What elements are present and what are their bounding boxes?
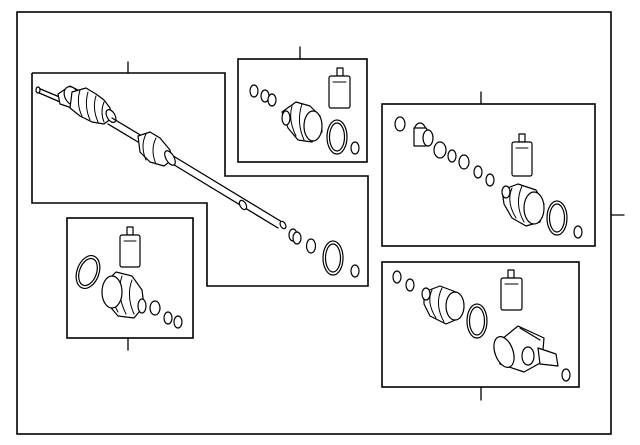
snap-ring-icon	[405, 278, 415, 292]
clamp-ring-icon	[328, 122, 346, 152]
clip-icon	[350, 141, 360, 155]
washer-icon	[473, 165, 483, 179]
clamp-ring-icon	[78, 257, 98, 287]
clip-icon	[350, 264, 360, 278]
clip-icon	[561, 368, 571, 382]
grease-tube-icon	[328, 67, 351, 109]
clamp-ring-icon	[324, 243, 342, 273]
bearing-icon	[413, 122, 434, 147]
clamp-ring-icon	[149, 300, 161, 316]
group-inner-joint-kit-right	[381, 91, 596, 247]
clamp-ring-icon	[249, 84, 259, 98]
washer-icon	[447, 149, 457, 163]
group-inner-boot-kit-top	[237, 46, 368, 163]
boot-icon	[281, 101, 323, 143]
boot-icon	[69, 87, 117, 125]
clamp-ring-icon	[163, 311, 173, 325]
washer-icon	[433, 141, 447, 159]
washer-icon	[292, 231, 302, 245]
washer-icon	[305, 238, 317, 254]
snap-ring-icon	[394, 116, 406, 132]
boot-icon	[137, 131, 176, 167]
group-outline	[66, 217, 194, 339]
snap-ring-icon	[392, 270, 402, 284]
grease-tube-icon	[119, 226, 141, 268]
clip-icon	[573, 225, 583, 239]
group-outline	[237, 58, 368, 163]
clamp-ring-icon	[173, 315, 183, 329]
group-outer-joint-kit-bottom-right	[381, 261, 580, 401]
group-outline	[31, 72, 369, 287]
group-outer-boot-kit-bottom-left	[66, 217, 194, 351]
boot-icon	[421, 285, 465, 325]
boot-icon	[501, 183, 545, 227]
grease-tube-icon	[500, 269, 523, 311]
washer-icon	[485, 173, 495, 187]
grease-tube-icon	[511, 133, 533, 177]
diagram-frame	[16, 11, 612, 435]
group-outline	[381, 103, 596, 247]
group-shaft-assembly	[31, 61, 369, 287]
clamp-ring-icon	[267, 93, 277, 107]
shaft-icon	[107, 117, 287, 230]
boot-icon	[101, 271, 147, 319]
cv-joint-housing-icon	[493, 325, 559, 373]
washer-icon	[458, 154, 470, 170]
clamp-ring-icon	[468, 306, 486, 336]
clamp-ring-icon	[548, 203, 566, 233]
